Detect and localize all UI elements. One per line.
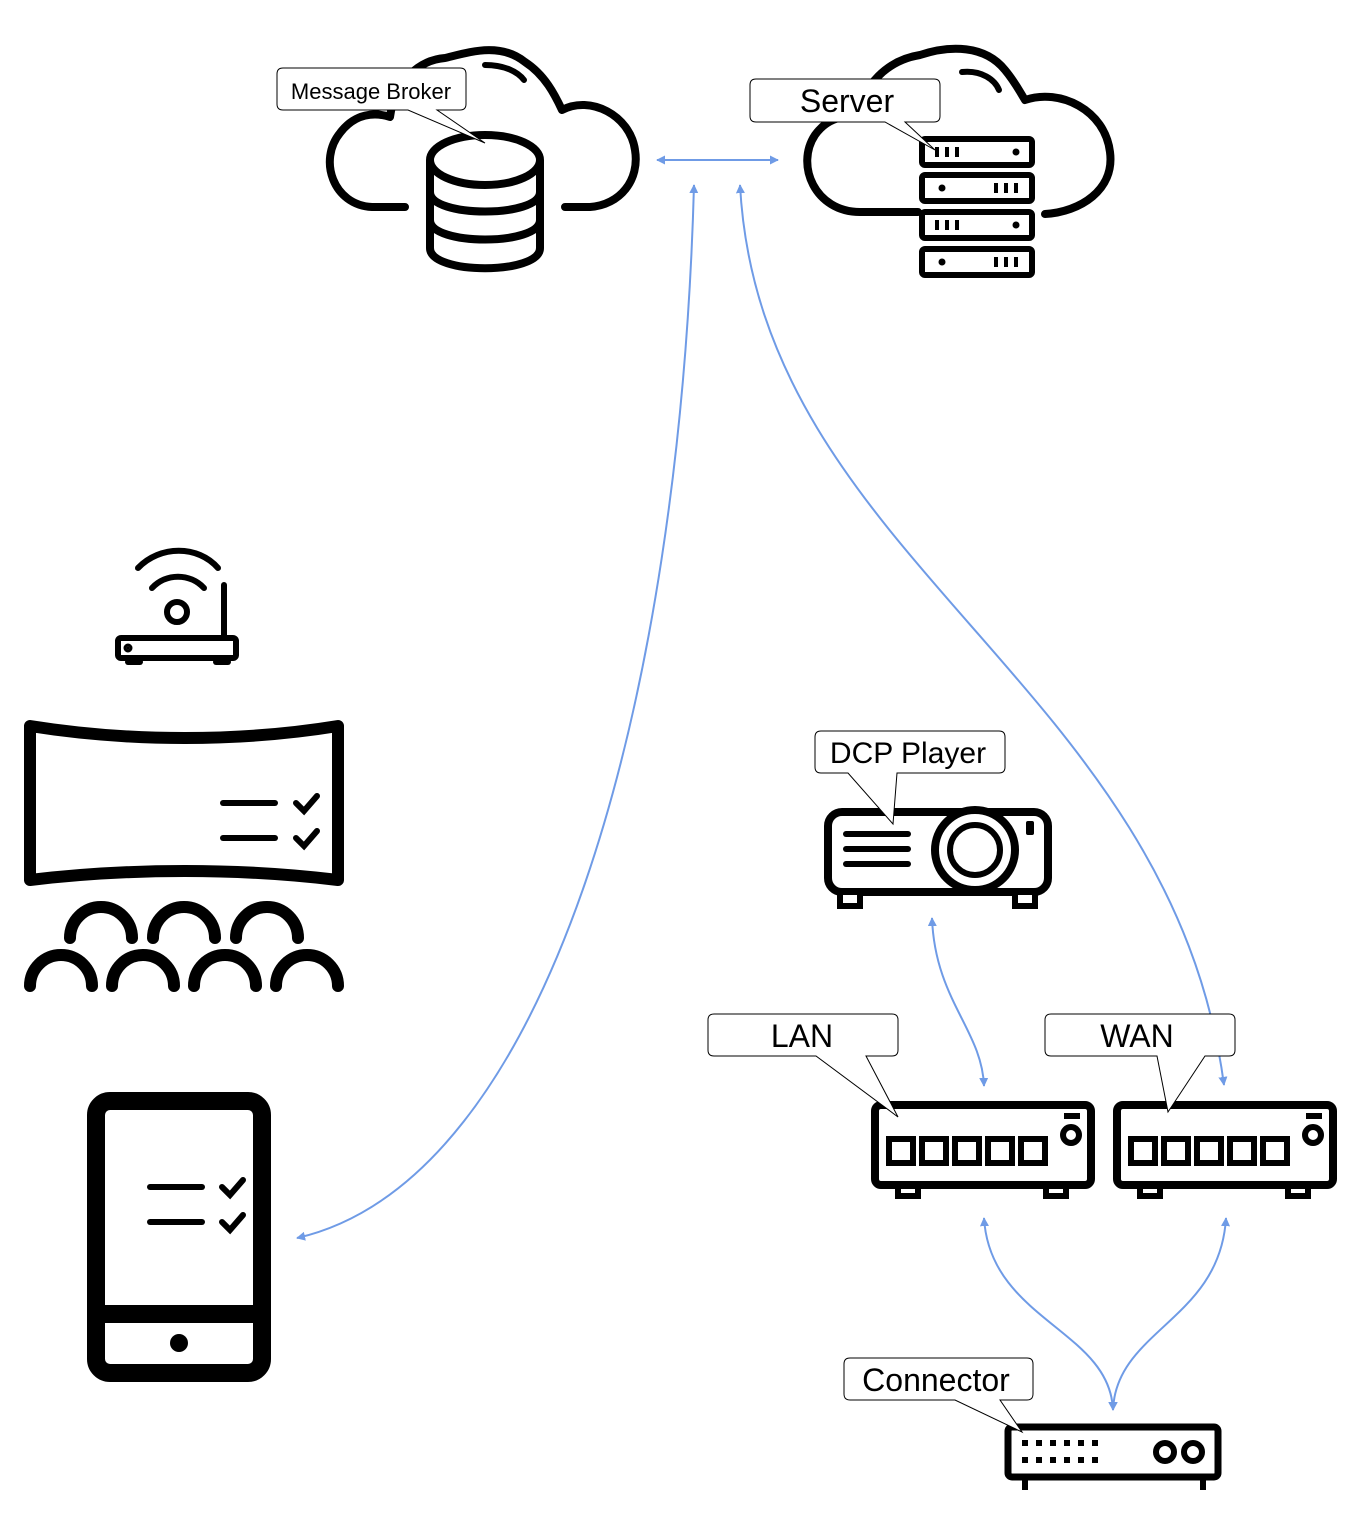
cinema-screen-audience-icon <box>24 720 344 992</box>
connection-broker-tablet <box>296 184 699 1241</box>
message-broker-label: Message Broker <box>291 79 451 104</box>
lan-label: LAN <box>771 1018 833 1054</box>
tablet-checklist-icon <box>87 1092 271 1382</box>
wifi-router-icon <box>115 547 239 665</box>
connection-dcp-lan <box>927 917 989 1087</box>
projector-icon <box>824 806 1052 909</box>
connector-device-icon <box>1004 1423 1222 1490</box>
dcp-player-label: DCP Player <box>830 737 986 770</box>
connector-label: Connector <box>862 1362 1010 1398</box>
cloud-server-icon <box>803 44 1115 278</box>
callout-message-broker: Message Broker <box>276 67 486 144</box>
connection-server-wan <box>735 184 1228 1086</box>
callout-dcp-player: DCP Player <box>814 730 1006 826</box>
connections <box>296 155 1231 1411</box>
server-label: Server <box>800 83 895 119</box>
callout-wan: WAN <box>1044 1013 1236 1114</box>
connection-wan-connector <box>1108 1217 1231 1411</box>
lan-switch-icon <box>871 1101 1095 1199</box>
cloud-database-icon <box>325 46 640 273</box>
wan-switch-icon <box>1113 1101 1337 1199</box>
wan-label: WAN <box>1100 1018 1173 1054</box>
connection-lan-connector <box>979 1217 1118 1411</box>
callout-connector: Connector <box>843 1357 1034 1434</box>
callout-lan: LAN <box>707 1013 899 1118</box>
callout-server: Server <box>749 78 941 151</box>
